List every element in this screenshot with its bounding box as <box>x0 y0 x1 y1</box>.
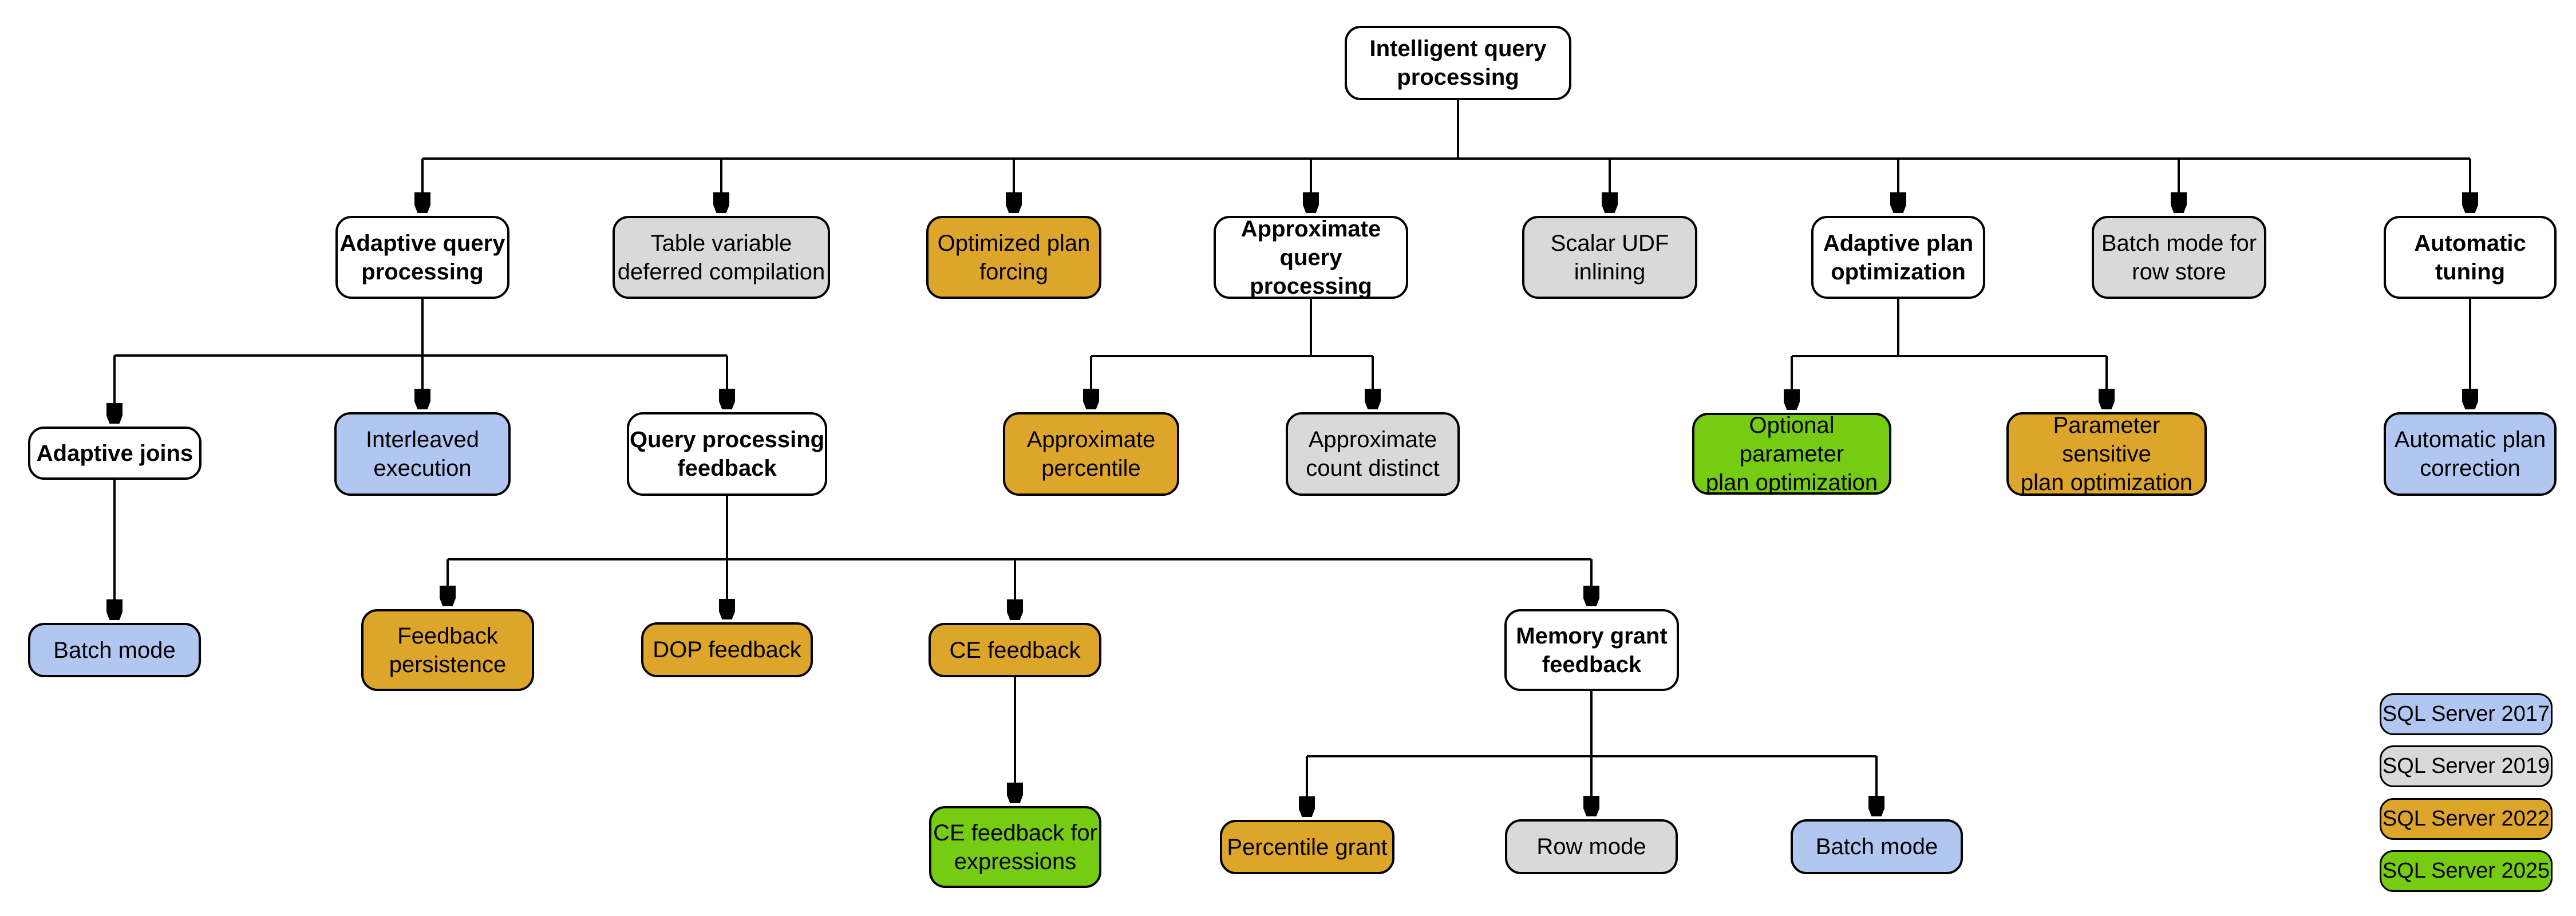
node-adaptive-plan-optimization: Adaptive plan optimization <box>1811 216 1985 299</box>
node-query-processing-feedback: Query processing feedback <box>627 412 827 496</box>
legend-sql-server-2017: SQL Server 2017 <box>2380 693 2553 735</box>
legend-sql-server-2019: SQL Server 2019 <box>2380 745 2553 787</box>
legend-sql-server-2022: SQL Server 2022 <box>2380 798 2553 840</box>
node-adaptive-query-processing: Adaptive query processing <box>335 216 509 299</box>
node-intelligent-query-processing: Intelligent query processing <box>1345 26 1571 100</box>
node-table-variable-deferred-compilation: Table variable deferred compilation <box>613 216 830 299</box>
node-approximate-query-processing: Approximate query processing <box>1214 216 1408 299</box>
node-batch-mode-memory-grant: Batch mode <box>1791 819 1963 874</box>
node-interleaved-execution: Interleaved execution <box>334 412 511 496</box>
node-memory-grant-feedback: Memory grant feedback <box>1504 609 1679 691</box>
node-automatic-tuning: Automatic tuning <box>2384 216 2557 299</box>
node-ce-feedback-for-expressions: CE feedback for expressions <box>929 806 1101 888</box>
node-ce-feedback: CE feedback <box>929 623 1101 677</box>
node-feedback-persistence: Feedback persistence <box>361 609 534 691</box>
node-adaptive-joins: Adaptive joins <box>28 427 202 480</box>
node-row-mode: Row mode <box>1505 819 1678 874</box>
node-dop-feedback: DOP feedback <box>641 622 813 677</box>
node-batch-mode-adaptive-joins: Batch mode <box>28 623 201 677</box>
node-percentile-grant: Percentile grant <box>1220 820 1394 874</box>
node-approximate-count-distinct: Approximate count distinct <box>1286 412 1460 496</box>
node-batch-mode-for-row-store: Batch mode for row store <box>2092 216 2266 299</box>
node-scalar-udf-inlining: Scalar UDF inlining <box>1522 216 1697 299</box>
node-automatic-plan-correction: Automatic plan correction <box>2384 412 2557 496</box>
node-parameter-sensitive-plan-optimization: Parameter sensitive plan optimization <box>2006 412 2207 496</box>
node-optimized-plan-forcing: Optimized plan forcing <box>926 216 1101 299</box>
node-approximate-percentile: Approximate percentile <box>1003 412 1179 496</box>
legend-sql-server-2025: SQL Server 2025 <box>2380 850 2553 892</box>
node-optional-parameter-plan-optimization: Optional parameter plan optimization <box>1692 413 1891 495</box>
